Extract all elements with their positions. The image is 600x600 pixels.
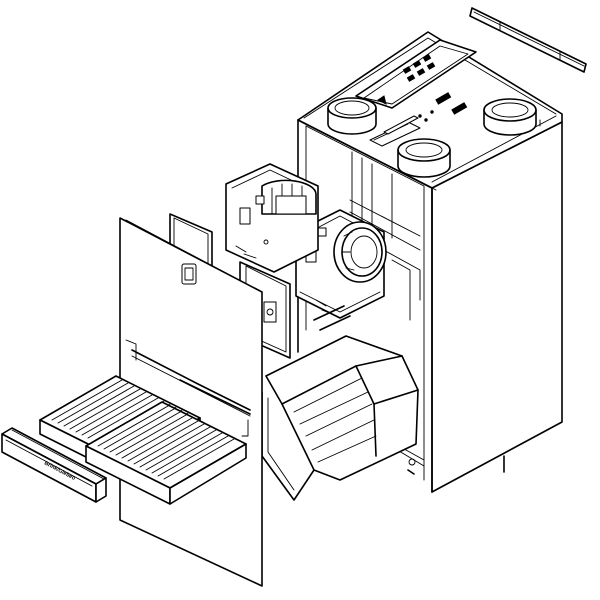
duct-spigot-icon [483, 98, 537, 136]
filter-rail [131, 349, 251, 417]
filter-right [85, 401, 247, 505]
mounting-bracket [469, 7, 587, 73]
fan-unit-left [225, 163, 319, 273]
filter-drawer: Brink/Giebeo [1, 427, 107, 503]
filter-icon [97, 405, 235, 480]
fan-icon [333, 221, 387, 283]
control-panel [355, 39, 477, 135]
heat-exchanger [261, 335, 419, 501]
top-duct-spigots [327, 97, 537, 178]
duct-spigot-icon [397, 138, 451, 178]
duct-spigot-icon [327, 97, 377, 135]
